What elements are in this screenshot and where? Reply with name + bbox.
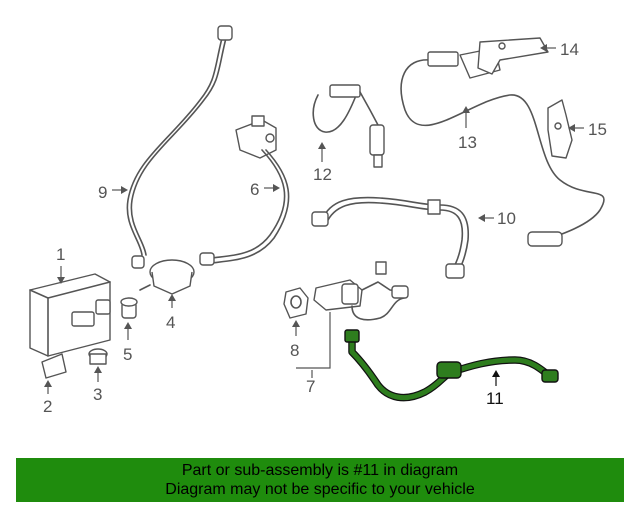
svg-text:2: 2 — [43, 397, 52, 416]
part-15-clip[interactable] — [547, 99, 573, 159]
banner-line-1: Part or sub-assembly is #11 in diagram — [181, 462, 459, 479]
svg-text:13: 13 — [458, 133, 477, 152]
banner-line-2: Diagram may not be specific to your vehi… — [165, 481, 475, 498]
callout-1: 1 — [56, 245, 65, 284]
svg-text:9: 9 — [98, 183, 107, 202]
callout-15: 15 — [568, 120, 607, 139]
callout-10: 10 — [478, 209, 516, 228]
part-4-pump[interactable] — [139, 259, 195, 295]
parts-diagram: 9 6 12 13 — [29, 25, 607, 416]
callout-6: 6 — [250, 180, 280, 199]
part-6-purge-valve[interactable] — [199, 115, 290, 266]
callout-4: 4 — [166, 294, 176, 332]
part-3-grommet[interactable] — [88, 348, 108, 365]
part-2-pad[interactable] — [41, 353, 67, 379]
callout-8: 8 — [290, 320, 300, 360]
callout-3: 3 — [93, 366, 102, 404]
svg-text:8: 8 — [290, 341, 299, 360]
info-banner: Part or sub-assembly is #11 in diagram D… — [16, 458, 624, 502]
svg-text:6: 6 — [250, 180, 259, 199]
svg-text:5: 5 — [123, 345, 132, 364]
part-8-gasket[interactable] — [283, 287, 309, 319]
part-5-fitting[interactable] — [120, 297, 138, 319]
callout-7: 7 — [296, 312, 331, 396]
svg-text:4: 4 — [166, 313, 175, 332]
part-11-hose-highlighted[interactable] — [344, 329, 559, 402]
svg-text:3: 3 — [93, 385, 102, 404]
svg-text:15: 15 — [588, 120, 607, 139]
svg-text:7: 7 — [306, 377, 315, 396]
callout-2: 2 — [43, 380, 52, 416]
callout-13: 13 — [458, 106, 477, 152]
callout-11: 11 — [486, 370, 504, 408]
svg-text:10: 10 — [497, 209, 516, 228]
part-10-vent-hose[interactable] — [311, 196, 469, 279]
svg-text:12: 12 — [313, 165, 332, 184]
svg-text:14: 14 — [560, 40, 579, 59]
part-7-valve-assembly[interactable] — [313, 261, 409, 321]
part-9-hose[interactable] — [126, 25, 233, 269]
part-14-bracket[interactable] — [477, 37, 549, 75]
part-1-canister[interactable] — [29, 273, 111, 357]
part-12-sensor[interactable] — [312, 84, 385, 168]
callout-14: 14 — [540, 40, 579, 59]
callout-9: 9 — [98, 183, 128, 202]
callout-5: 5 — [123, 322, 132, 364]
svg-text:11: 11 — [486, 389, 504, 408]
callout-12: 12 — [313, 142, 332, 184]
svg-text:1: 1 — [56, 245, 65, 264]
